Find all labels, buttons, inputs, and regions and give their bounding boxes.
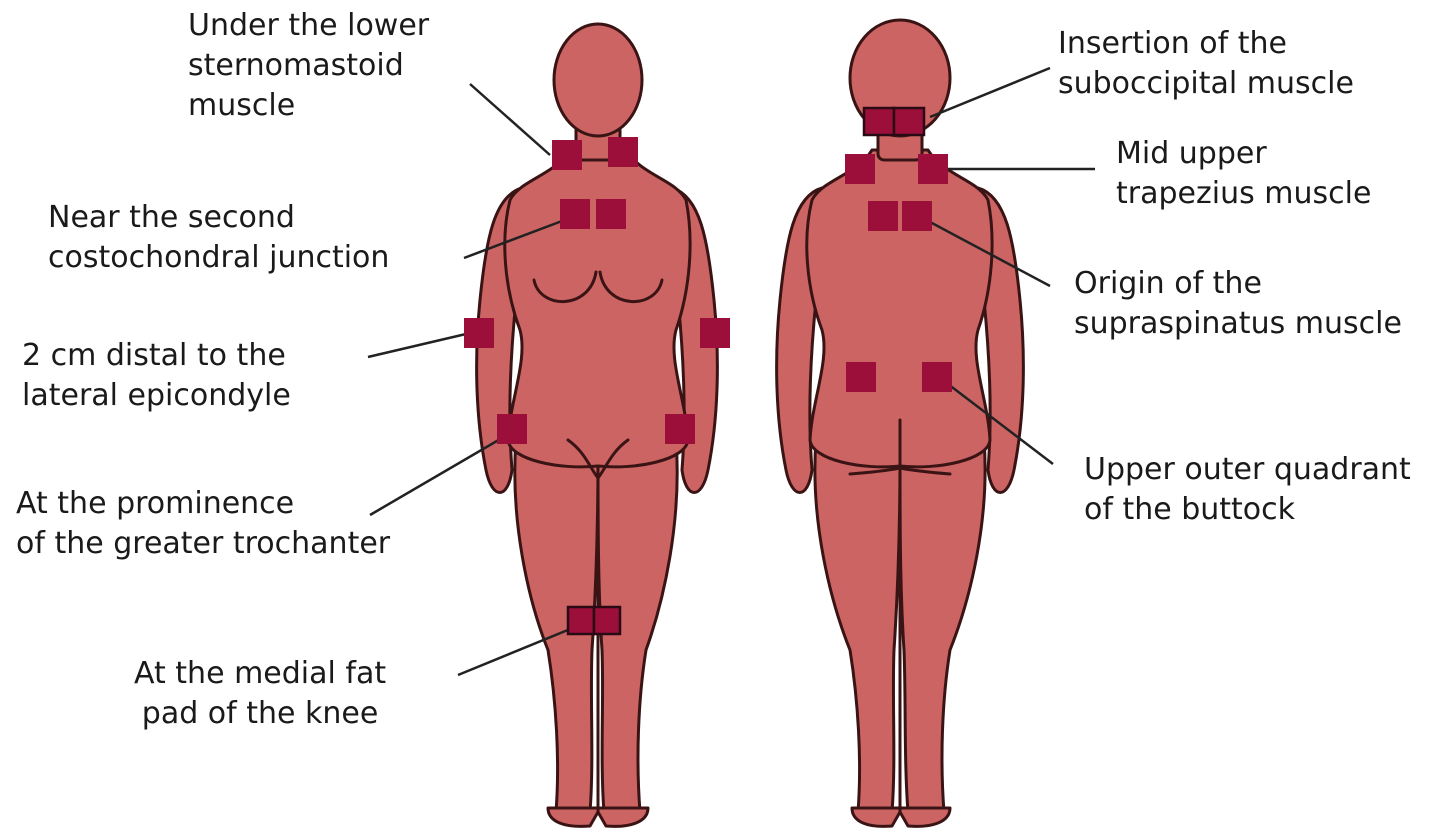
- tender-point-epicondyle-left: [464, 318, 494, 348]
- tender-point-costochondral-left: [560, 199, 590, 229]
- tender-point-suboccipital-right: [894, 108, 924, 135]
- leader-epicondyle: [368, 334, 466, 357]
- tender-point-supraspinatus-right: [902, 201, 932, 231]
- tender-point-trapezius-left: [845, 154, 875, 184]
- back-left-leg: [815, 440, 900, 812]
- tender-point-sternomastoid-left: [552, 140, 582, 170]
- tender-point-supraspinatus-left: [868, 201, 898, 231]
- front-head: [554, 24, 642, 136]
- front-torso: [505, 150, 690, 467]
- label-trochanter: At the prominence of the greater trochan…: [16, 484, 390, 564]
- tender-point-suboccipital-left: [864, 108, 894, 135]
- tender-point-trochanter-right: [665, 414, 695, 444]
- tender-point-knee-left: [568, 607, 594, 634]
- tender-point-trapezius-right: [918, 154, 948, 184]
- label-trapezius: Mid upper trapezius muscle: [1116, 134, 1371, 214]
- back-body-figure: [777, 20, 1024, 826]
- tender-point-costochondral-right: [596, 199, 626, 229]
- tender-point-epicondyle-right: [700, 318, 730, 348]
- label-supraspinatus: Origin of the supraspinatus muscle: [1074, 264, 1402, 344]
- tender-point-buttock-right: [922, 362, 952, 392]
- tender-point-trochanter-left: [497, 414, 527, 444]
- label-suboccipital: Insertion of the suboccipital muscle: [1058, 24, 1354, 104]
- back-right-leg: [900, 440, 985, 812]
- tender-point-sternomastoid-right: [608, 137, 638, 167]
- label-knee: At the medial fat pad of the knee: [134, 654, 386, 734]
- label-sternomastoid: Under the lower sternomastoid muscle: [188, 6, 429, 126]
- leader-sternomastoid: [470, 84, 550, 155]
- tender-point-buttock-left: [846, 362, 876, 392]
- label-costochondral: Near the second costochondral junction: [48, 198, 389, 278]
- label-epicondyle: 2 cm distal to the lateral epicondyle: [22, 336, 291, 416]
- label-buttock: Upper outer quadrant of the buttock: [1084, 450, 1411, 530]
- tender-point-knee-right: [594, 607, 620, 634]
